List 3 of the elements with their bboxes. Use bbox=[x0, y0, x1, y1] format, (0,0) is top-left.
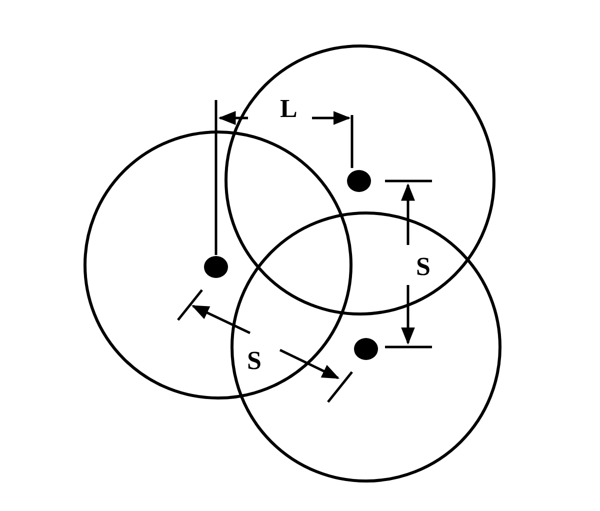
dimension-label: L bbox=[280, 96, 298, 122]
dimension-label: S bbox=[247, 348, 262, 374]
dimension-label: S bbox=[416, 254, 430, 280]
